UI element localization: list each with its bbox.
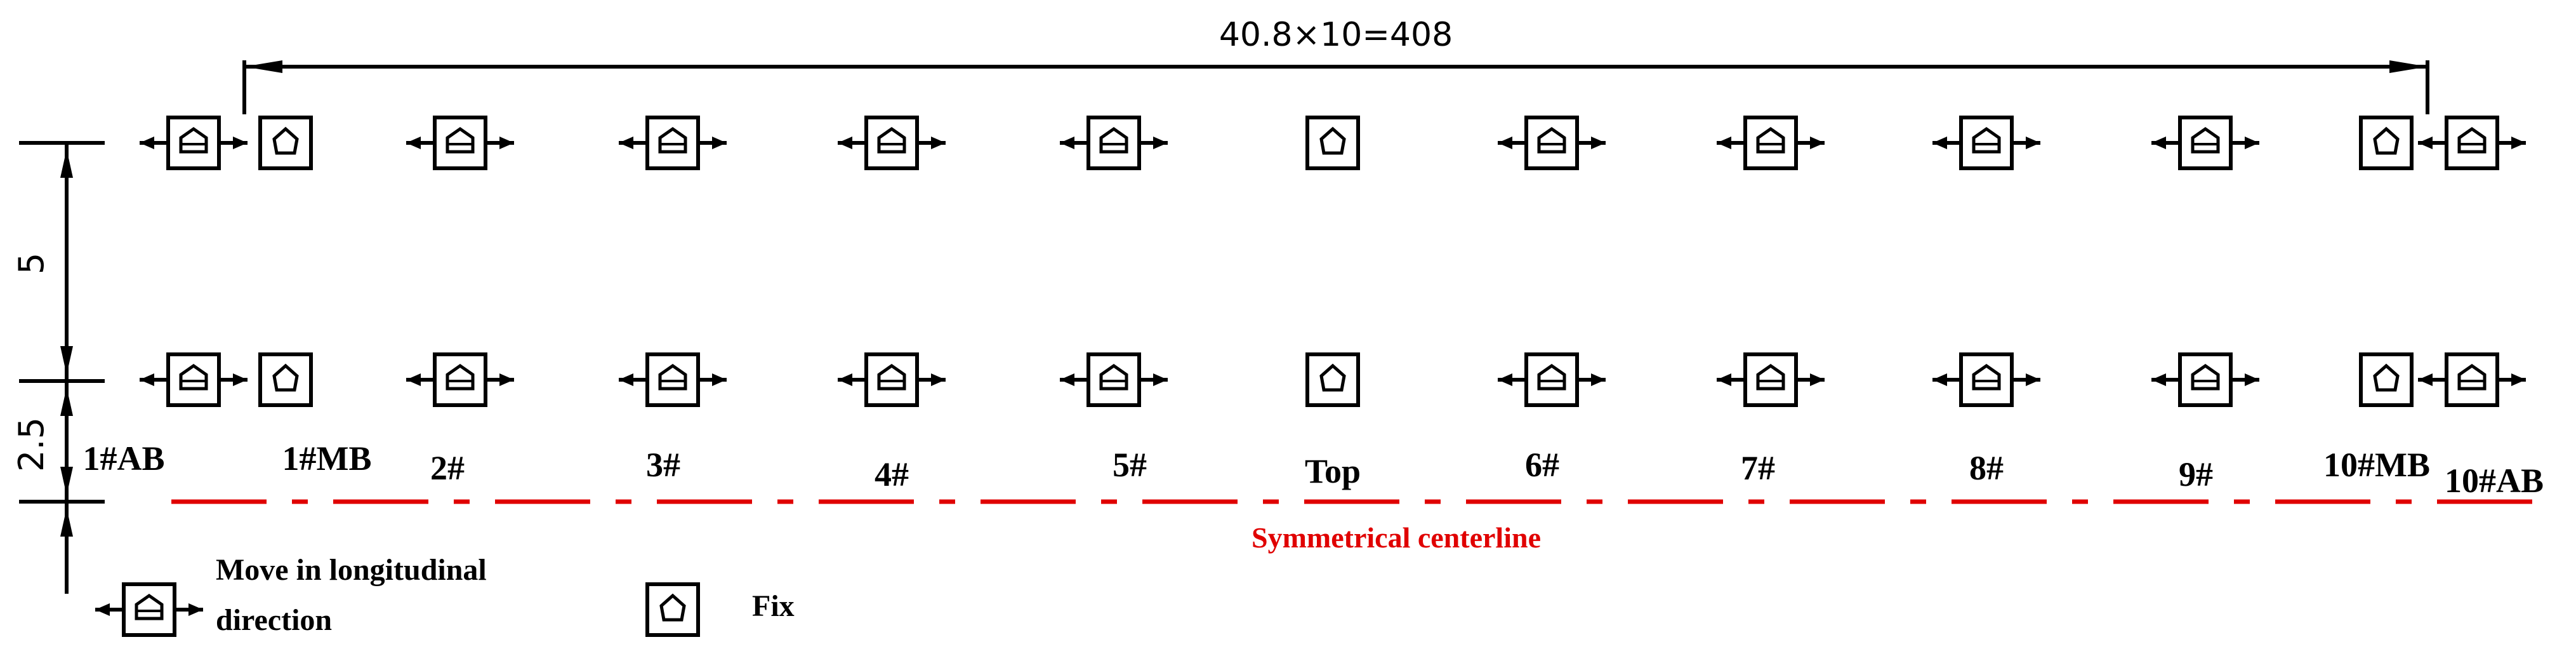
fixed-bearing-icon	[1305, 116, 1360, 170]
movable-bearing-icon	[2151, 116, 2259, 170]
bearing-label: 4#	[875, 455, 909, 493]
legend-fix-icon	[645, 582, 700, 637]
centerline-label: Symmetrical centerline	[1252, 521, 1541, 554]
dimension-left-upper-label: 5	[11, 253, 51, 274]
movable-bearing-icon	[838, 116, 946, 170]
bearing-label: 5#	[1113, 446, 1147, 484]
fixed-bearing-icon	[1305, 352, 1360, 407]
bearing-label: 8#	[1969, 449, 2004, 487]
movable-bearing-icon	[2418, 116, 2526, 170]
bearing-label: 7#	[1741, 449, 1775, 487]
fixed-bearing-icon	[2359, 352, 2414, 407]
bearing-label: Top	[1305, 452, 1361, 490]
bearing-labels: 1#AB 1#MB 2# 3# 4# 5# Top 6# 7# 8# 9# 10#MB 10#AB	[83, 439, 2544, 500]
bearing-label: 3#	[646, 446, 680, 484]
movable-bearing-icon	[1060, 116, 1168, 170]
movable-bearing-icon	[1498, 352, 1606, 407]
legend-move-label-line1: Move in longitudinal	[216, 553, 487, 587]
legend	[95, 582, 700, 637]
fixed-bearing-icon	[258, 352, 313, 407]
fixed-bearing-icon	[258, 116, 313, 170]
legend-move-label-line2: direction	[216, 603, 332, 637]
bearing-label: 9#	[2179, 455, 2213, 493]
bearing-row-upper	[140, 116, 2526, 170]
movable-bearing-icon	[406, 116, 514, 170]
legend-move-icon	[95, 582, 203, 637]
dimension-top-label: 40.8×10=408	[1219, 16, 1453, 54]
movable-bearing-icon	[406, 352, 514, 407]
top-dimension	[242, 60, 2429, 114]
legend-fix-label: Fix	[752, 589, 795, 623]
movable-bearing-icon	[2151, 352, 2259, 407]
movable-bearing-icon	[619, 116, 727, 170]
bearing-label: 10#MB	[2323, 446, 2430, 484]
movable-bearing-icon	[1932, 116, 2040, 170]
movable-bearing-icon	[1498, 116, 1606, 170]
bearing-label: 2#	[430, 449, 465, 487]
movable-bearing-icon	[1717, 116, 1825, 170]
movable-bearing-icon	[619, 352, 727, 407]
movable-bearing-icon	[140, 116, 248, 170]
bearing-row-lower	[140, 352, 2526, 407]
movable-bearing-icon	[838, 352, 946, 407]
left-dimension	[19, 141, 105, 594]
bearing-label: 1#AB	[83, 439, 164, 478]
movable-bearing-icon	[140, 352, 248, 407]
bearing-label: 6#	[1525, 446, 1559, 484]
movable-bearing-icon	[1932, 352, 2040, 407]
movable-bearing-icon	[2418, 352, 2526, 407]
dimension-left-lower-label: 2.5	[11, 417, 51, 472]
bearing-label: 10#AB	[2445, 462, 2544, 500]
movable-bearing-icon	[1060, 352, 1168, 407]
fixed-bearing-icon	[2359, 116, 2414, 170]
movable-bearing-icon	[1717, 352, 1825, 407]
bearing-label: 1#MB	[282, 439, 372, 478]
